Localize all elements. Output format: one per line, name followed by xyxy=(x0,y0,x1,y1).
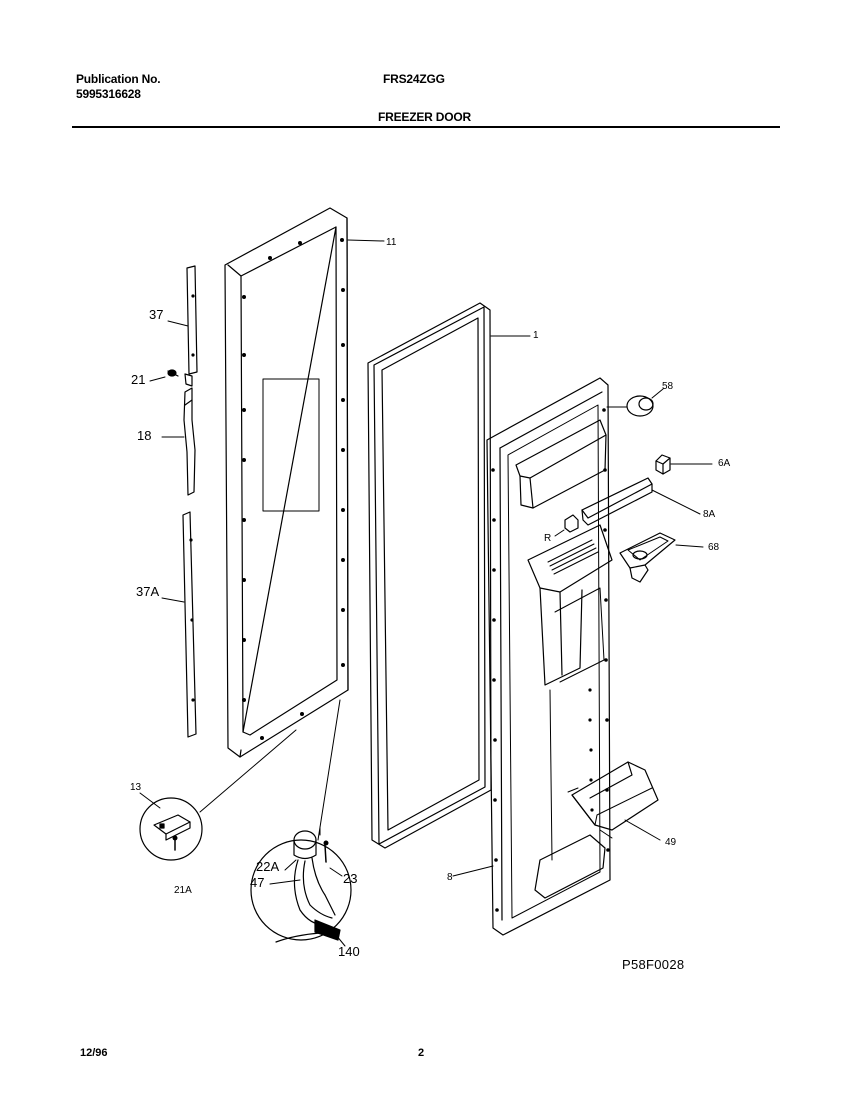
footer-page-number: 2 xyxy=(418,1047,425,1059)
diagram-code: P58F0028 xyxy=(622,957,685,972)
part-label-22A: 22A xyxy=(256,859,280,874)
part-label-58: 58 xyxy=(662,381,674,392)
part-label-37A: 37A xyxy=(136,584,160,599)
part-label-8A: 8A xyxy=(703,509,716,520)
footer-date: 12/96 xyxy=(80,1047,108,1059)
door-frame-11 xyxy=(224,207,385,758)
header-rule xyxy=(72,126,780,128)
model-number: FRS24ZGG xyxy=(383,72,445,86)
part-label-140: 140 xyxy=(338,944,360,959)
part-label-R: R xyxy=(544,533,552,544)
part-label-49: 49 xyxy=(665,837,677,848)
part-label-21A: 21A xyxy=(174,885,192,896)
screw-21 xyxy=(149,369,193,387)
part-label-21: 21 xyxy=(131,372,146,387)
door-gasket-1 xyxy=(367,302,531,849)
part-label-37: 37 xyxy=(149,307,164,322)
part-label-6A: 6A xyxy=(718,458,731,469)
rail-8A xyxy=(581,477,701,526)
publication-number: 5995316628 xyxy=(76,87,141,101)
part-label-1: 1 xyxy=(533,330,539,341)
detail-circle-wiring xyxy=(250,699,352,947)
publication-label: Publication No. xyxy=(76,72,161,86)
part-label-11: 11 xyxy=(386,237,397,248)
trim-strip-37 xyxy=(167,265,198,375)
plug-58 xyxy=(606,388,664,417)
part-label-8: 8 xyxy=(447,872,453,883)
part-label-23: 23 xyxy=(343,871,358,886)
clip-6A xyxy=(655,454,713,475)
part-label-13: 13 xyxy=(130,782,142,793)
part-label-68: 68 xyxy=(708,542,720,553)
part-label-18: 18 xyxy=(137,428,152,443)
detail-circle-13 xyxy=(139,729,297,861)
paddle-68 xyxy=(619,532,704,583)
trim-strip-37A xyxy=(161,511,197,738)
hinge-18 xyxy=(161,387,196,496)
section-title: FREEZER DOOR xyxy=(378,110,471,124)
catch-R xyxy=(554,514,579,537)
bin-49 xyxy=(567,761,661,841)
door-liner-8 xyxy=(452,377,613,936)
part-label-47: 47 xyxy=(250,875,265,890)
